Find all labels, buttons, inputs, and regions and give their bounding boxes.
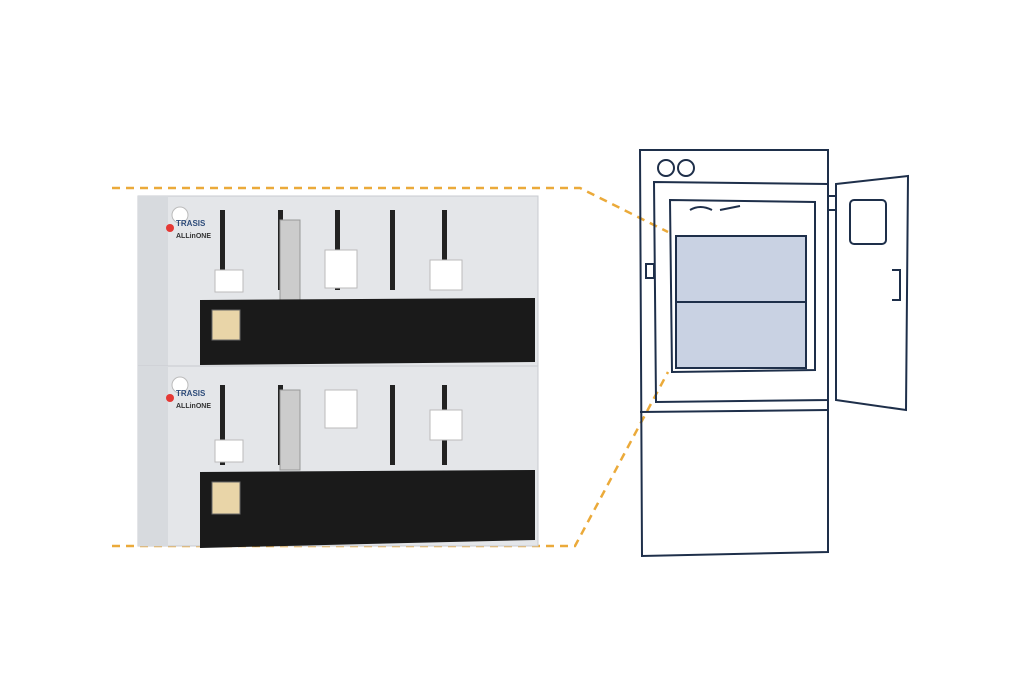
callout-line-top <box>112 186 669 234</box>
synthesizer-unit-top: TRASIS ALLinONE <box>137 195 539 367</box>
indicator-icon <box>677 159 695 177</box>
module-upper <box>675 235 807 303</box>
synthesizer-unit-bottom: TRASIS ALLinONE <box>137 365 539 548</box>
door-window <box>849 199 887 245</box>
synthesizer-stack: TRASIS ALLinONE TRASIS ALLinONE <box>137 195 539 548</box>
module-lower <box>675 301 807 369</box>
brand-logo-bottom: TRASIS <box>176 389 206 398</box>
indicator-icon <box>657 159 675 177</box>
cabinet-body <box>638 149 829 558</box>
inner-window <box>668 198 816 374</box>
product-logo-top: ALLinONE <box>176 233 211 240</box>
product-logo-bottom: ALLinONE <box>176 403 211 410</box>
door-handle <box>892 269 901 301</box>
cabinet-door <box>835 174 910 412</box>
brand-logo-top: TRASIS <box>176 219 206 228</box>
hot-cell-cabinet <box>638 149 910 558</box>
